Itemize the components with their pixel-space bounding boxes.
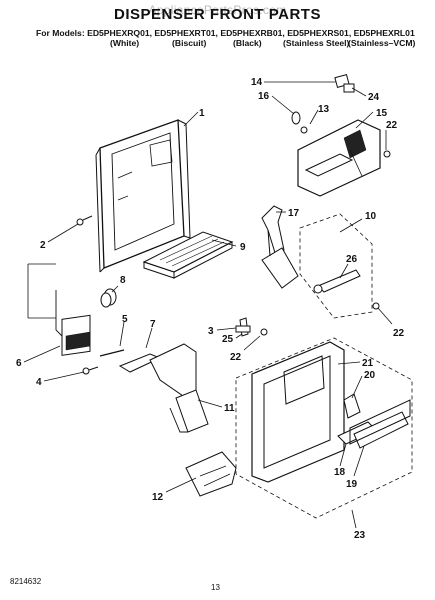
models-line: For Models: ED5PHEXRQ01, ED5PHEXRT01, ED… [36,28,415,38]
callout-5: 5 [122,314,128,325]
callout-9: 9 [240,242,246,253]
callout-20: 20 [364,370,376,381]
page-number: 13 [211,583,220,592]
callout-11: 11 [224,403,235,414]
part-front-panel-kit [235,337,413,519]
callout-16: 16 [258,91,270,102]
variant-biscuit: (Biscuit) [172,38,207,48]
variant-black: (Black) [233,38,262,48]
callout-23: 23 [354,530,366,541]
callout-1: 1 [199,108,205,119]
part-module [55,290,91,356]
callout-labels: 1 2 3 4 5 6 7 8 9 10 11 12 13 14 15 16 1… [16,77,405,541]
callout-22-c: 22 [230,352,242,363]
callout-21: 21 [362,358,374,369]
part-actuator-assembly [99,343,209,433]
callout-2: 2 [40,240,46,251]
part-housing [297,119,381,197]
callout-14: 14 [251,77,263,88]
variant-stainless-vcm: (Stainless–VCM) [348,38,416,48]
callout-13: 13 [318,104,330,115]
part-funnel [185,451,237,497]
page-title: DISPENSER FRONT PARTS [114,6,321,23]
part-lever-kit [299,213,373,319]
part-switch [235,317,251,337]
callout-22-a: 22 [386,120,398,131]
callout-17: 17 [288,208,300,219]
callout-4: 4 [36,377,42,388]
callout-25: 25 [222,334,234,345]
callout-8: 8 [120,275,126,286]
callout-15: 15 [376,108,388,119]
callout-12: 12 [152,492,164,503]
callout-7: 7 [150,319,156,330]
part-bulb [291,111,301,125]
callout-26: 26 [346,254,358,265]
variant-stainless-steel: (Stainless Steel) [283,38,350,48]
variant-white: (White) [110,38,140,48]
callout-22-b: 22 [393,328,405,339]
part-dispenser-frame [95,119,191,273]
callout-19: 19 [346,479,358,490]
callout-3: 3 [208,326,214,337]
part-screws [76,126,391,375]
watermark: AppliancePartsPros.com [148,3,287,17]
document-number: 8214632 [10,577,42,586]
callout-10: 10 [365,211,377,222]
callout-6: 6 [16,358,22,369]
callout-24: 24 [368,92,380,103]
callout-18: 18 [334,467,346,478]
leader-lines [23,81,393,529]
part-drip-tray [142,231,234,279]
part-lever-arm [261,205,299,289]
